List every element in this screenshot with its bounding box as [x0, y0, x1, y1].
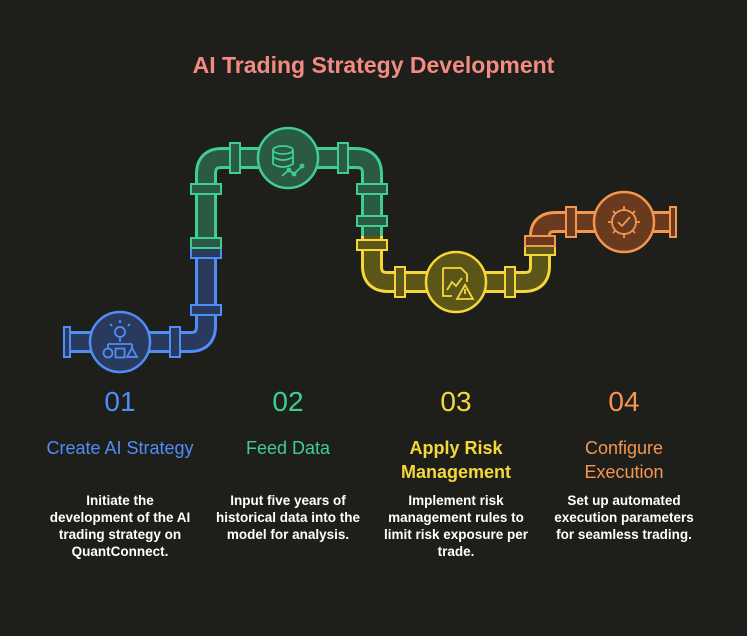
step-description: Initiate the development of the AI tradi… — [49, 493, 191, 559]
step-description: Input five years of historical data into… — [215, 493, 361, 542]
page-title: AI Trading Strategy Development — [192, 52, 555, 78]
step-number: 03 — [440, 386, 472, 417]
step-heading: Feed Data — [245, 438, 331, 458]
document-warning-icon — [424, 250, 488, 314]
lightbulb-flowchart-icon — [88, 310, 152, 374]
step-heading: Apply Risk Management — [400, 438, 512, 482]
step-2: 02 Feed Data Input five years of histori… — [213, 384, 363, 543]
step-description: Implement risk management rules to limit… — [383, 493, 529, 559]
step-heading: Create AI Strategy — [46, 438, 194, 458]
step-heading: Configure Execution — [584, 438, 664, 482]
step-1: 01 Create AI Strategy Initiate the devel… — [45, 384, 195, 560]
step-4: 04 Configure Execution Set up automated … — [549, 384, 699, 543]
step-3: 03 Apply Risk Management Implement risk … — [381, 384, 531, 560]
step-number: 04 — [608, 386, 640, 417]
step-number: 02 — [272, 386, 304, 417]
database-chart-icon — [256, 126, 320, 190]
pipe-segment-orange — [524, 206, 677, 247]
step-description: Set up automated execution parameters fo… — [554, 493, 694, 542]
gear-check-icon — [592, 190, 656, 254]
step-number: 01 — [104, 386, 136, 417]
